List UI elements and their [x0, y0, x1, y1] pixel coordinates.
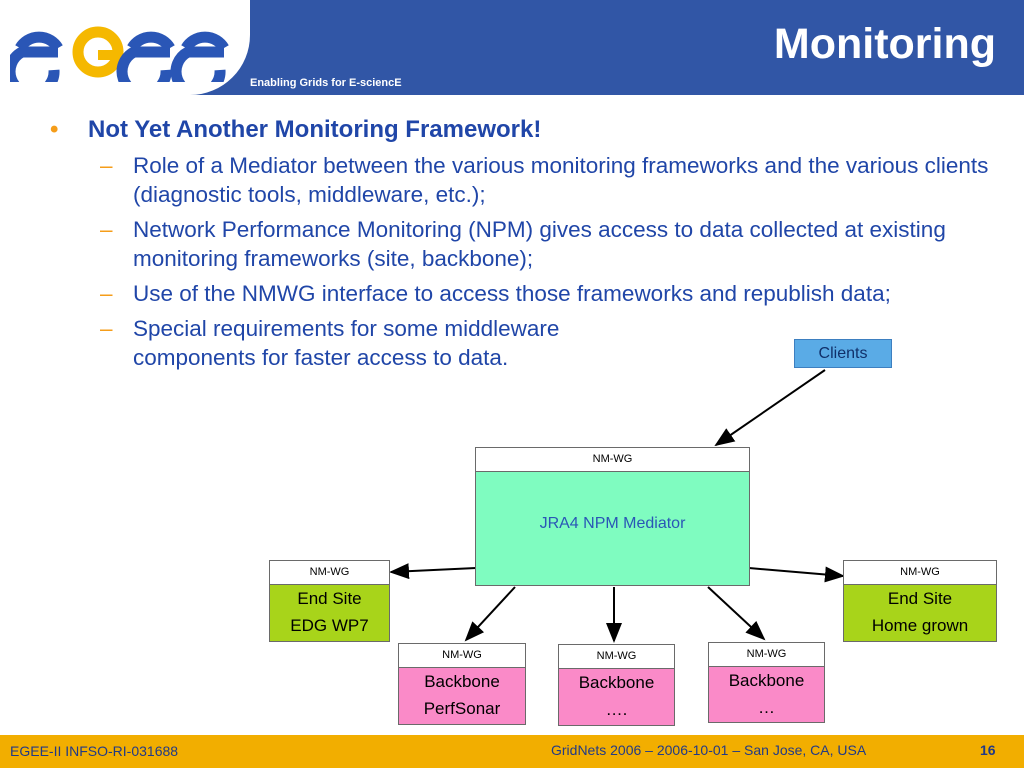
end-site-right-line1: End Site [887, 589, 953, 608]
backbone-3-nmwg-header: NM-WG [709, 643, 824, 667]
main-bullet: • Not Yet Another Monitoring Framework! [50, 115, 1000, 145]
backbone-3-line2: … [758, 698, 775, 717]
egee-logo-icon [10, 26, 229, 82]
arrow-mediator-to-backbone-3 [707, 586, 766, 641]
end-site-right-line2: Home grown [871, 616, 969, 635]
sub-bullet-text: Role of a Mediator between the various m… [133, 153, 989, 207]
end-site-right-nmwg-header: NM-WG [844, 561, 996, 585]
end-site-right-box: NM-WG End Site Home grown [843, 560, 997, 642]
mediator-box: NM-WG JRA4 NPM Mediator [475, 447, 750, 586]
arrow-mediator-to-end-site-left [389, 563, 477, 580]
backbone-1-nmwg-header: NM-WG [399, 644, 525, 668]
clients-box: Clients [794, 339, 892, 368]
footer-project-id: EGEE-II INFSO-RI-031688 [10, 743, 179, 759]
sub-bullet-1: – Role of a Mediator between the various… [50, 151, 1000, 209]
end-site-left-line1: End Site [297, 589, 362, 608]
dash-icon: – [100, 281, 113, 306]
backbone-2-nmwg-header: NM-WG [559, 645, 674, 669]
sub-bullet-4: – Special requirements for some middlewa… [50, 314, 613, 372]
logo-area [0, 0, 250, 95]
backbone-1-line1: Backbone [424, 672, 500, 691]
backbone-3-line1: Backbone [728, 671, 805, 690]
sub-bullet-text: Use of the NMWG interface to access thos… [133, 281, 891, 306]
slide-title: Monitoring [773, 20, 996, 68]
end-site-left-nmwg-header: NM-WG [270, 561, 389, 585]
sub-bullet-text: Network Performance Monitoring (NPM) giv… [133, 217, 946, 271]
arrow-mediator-to-backbone-1 [464, 586, 516, 642]
arrow-mediator-to-end-site-right [748, 566, 845, 583]
end-site-left-line2: EDG WP7 [290, 616, 369, 635]
backbone-2-line2: …. [605, 700, 628, 719]
mediator-nmwg-header: NM-WG [476, 448, 749, 472]
header-bar: Enabling Grids for E-sciencE Monitoring [0, 0, 1024, 95]
mediator-label: JRA4 NPM Mediator [539, 515, 686, 532]
backbone-1-line2: PerfSonar [423, 699, 501, 718]
arrow-clients-to-mediator [714, 369, 826, 447]
backbone-3-box: NM-WG Backbone … [708, 642, 825, 723]
dash-icon: – [100, 316, 113, 341]
sub-bullet-text: Special requirements for some middleware… [133, 316, 560, 370]
footer-bar: EGEE-II INFSO-RI-031688 GridNets 2006 – … [0, 735, 1024, 768]
footer-event: GridNets 2006 – 2006-10-01 – San Jose, C… [551, 742, 867, 758]
sub-bullet-3: – Use of the NMWG interface to access th… [50, 279, 1000, 308]
backbone-2-box: NM-WG Backbone …. [558, 644, 675, 726]
bullet-list: • Not Yet Another Monitoring Framework! … [50, 115, 1000, 372]
end-site-left-box: NM-WG End Site EDG WP7 [269, 560, 390, 642]
bullet-dot-icon: • [50, 116, 59, 143]
tagline: Enabling Grids for E-sciencE [250, 77, 402, 89]
backbone-2-line1: Backbone [578, 673, 655, 692]
dash-icon: – [100, 153, 113, 178]
dash-icon: – [100, 217, 113, 242]
sub-bullet-2: – Network Performance Monitoring (NPM) g… [50, 215, 1000, 273]
main-bullet-text: Not Yet Another Monitoring Framework! [88, 116, 542, 143]
backbone-1-box: NM-WG Backbone PerfSonar [398, 643, 526, 725]
page-number: 16 [980, 742, 996, 758]
